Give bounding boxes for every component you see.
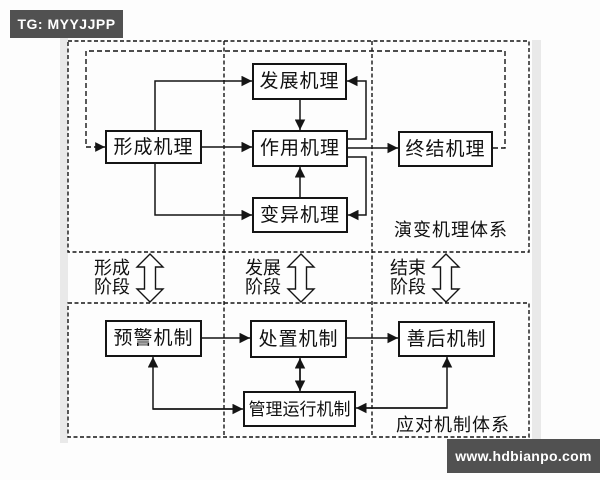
stage-label-formation: 形成 阶段 bbox=[90, 259, 134, 297]
website-watermark-banner: www.hdbianpo.com bbox=[447, 439, 600, 473]
stage-label-line: 形成 bbox=[94, 258, 130, 278]
connector-termination-to-formation-dashed bbox=[85, 50, 506, 152]
stage-double-arrow-development bbox=[286, 253, 316, 303]
connector-action-to-development-feedback bbox=[347, 75, 367, 140]
stage-double-arrow-formation bbox=[135, 253, 165, 303]
box-termination-mechanism: 终结机理 bbox=[398, 131, 493, 167]
top-system-frame bbox=[67, 40, 530, 253]
stage-label-line: 阶段 bbox=[245, 277, 281, 297]
scan-strip-left bbox=[60, 18, 68, 443]
box-variation-mechanism: 变异机理 bbox=[252, 197, 348, 233]
stage-label-line: 阶段 bbox=[390, 277, 426, 297]
box-development-mechanism: 发展机理 bbox=[252, 63, 347, 100]
box-management-operation-mechanism: 管理运行机制 bbox=[243, 391, 356, 427]
box-formation-mechanism: 形成机理 bbox=[105, 130, 202, 164]
tg-watermark-badge: TG: MYYJJPP bbox=[10, 10, 123, 38]
scan-strip-right bbox=[532, 40, 541, 440]
connector-formation-to-variation bbox=[154, 164, 252, 221]
stage-label-development: 发展 阶段 bbox=[241, 259, 285, 297]
bottom-system-label: 应对机制体系 bbox=[396, 415, 510, 435]
box-warning-mechanism: 预警机制 bbox=[105, 320, 202, 357]
stage-label-line: 阶段 bbox=[94, 277, 130, 297]
box-disposal-mechanism: 处置机制 bbox=[250, 320, 347, 358]
box-action-mechanism: 作用机理 bbox=[252, 130, 348, 167]
bottom-system-frame bbox=[67, 302, 530, 438]
connector-formation-to-development bbox=[154, 75, 252, 130]
top-system-label: 演变机理体系 bbox=[394, 220, 508, 240]
stage-label-end: 结束 阶段 bbox=[386, 259, 430, 297]
stage-label-line: 结束 bbox=[390, 258, 426, 278]
box-aftermath-mechanism: 善后机制 bbox=[398, 321, 495, 357]
connector-action-to-variation-feedback bbox=[348, 156, 367, 221]
stage-label-line: 发展 bbox=[245, 258, 281, 278]
connector-management-to-warning bbox=[147, 357, 241, 410]
stage-double-arrow-end bbox=[431, 253, 461, 303]
